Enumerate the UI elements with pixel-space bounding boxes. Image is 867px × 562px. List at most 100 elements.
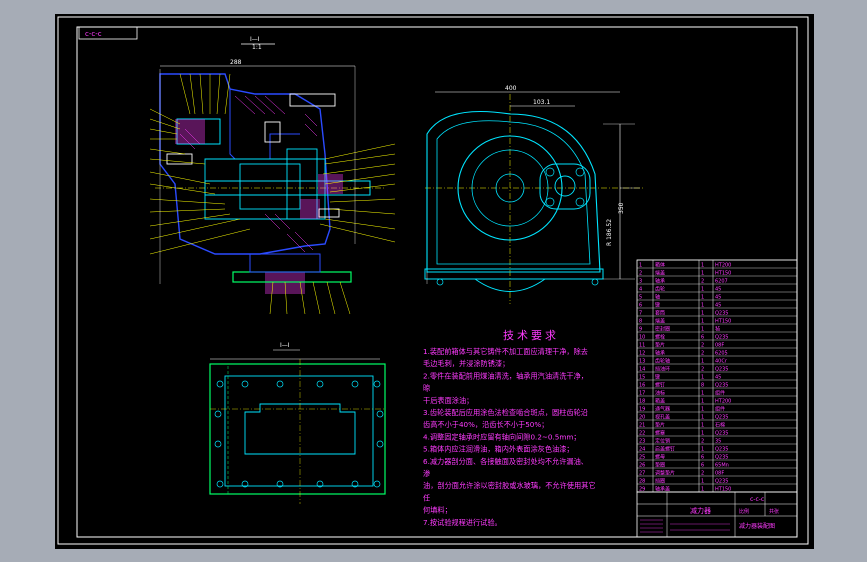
parts-list-cell: 2 [701, 279, 704, 285]
parts-list-cell: 3 [639, 279, 642, 285]
dim-right-inner: 103.1 [533, 99, 550, 106]
parts-list-cell: 组件 [715, 406, 725, 413]
parts-list-cell: 19 [639, 407, 645, 413]
parts-list-cell: 6 [639, 303, 642, 309]
parts-list-cell: 端盖 [655, 270, 665, 277]
parts-list-cell: 11 [639, 343, 645, 349]
parts-list-cell: 15 [639, 375, 645, 381]
title-block: 减力器 c-c-c 比例 共张 减力器装配图 [636, 491, 798, 538]
parts-list-cell: 轴承盖 [655, 486, 670, 493]
parts-list-cell: HT150 [715, 487, 731, 493]
parts-list-cell: 启盖螺钉 [655, 446, 675, 453]
parts-list-cell: 挡油环 [655, 366, 670, 373]
parts-list-cell: 螺栓 [655, 334, 665, 341]
tech-req-line: 任 [423, 493, 430, 502]
parts-list-cell: 调整垫片 [655, 470, 675, 477]
parts-list-cell: 8 [701, 383, 704, 389]
left-section-view: I—I 1:1 288 [149, 36, 396, 315]
parts-list-cell: 1 [701, 271, 704, 277]
parts-list-cell: 垫片 [655, 422, 665, 429]
tech-req-title: 技术要求 [503, 329, 559, 342]
parts-list-cell: 08F [715, 471, 724, 477]
parts-list-cell: 1 [701, 407, 704, 413]
parts-list-cell: 2 [701, 351, 704, 357]
parts-list-cell: 08F [715, 343, 724, 349]
parts-list-cell: 1 [701, 415, 704, 421]
parts-list-cell: 1 [701, 479, 704, 485]
tech-requirements: 技术要求 1.装配前箱体与其它铸件不加工面应清理干净，除去 毛边毛刺，并浸涂防锈… [423, 329, 596, 527]
title-block-sheet: 共张 [769, 508, 779, 515]
parts-list-cell: 齿轮轴 [655, 358, 670, 365]
parts-list-cell: 箱盖 [655, 398, 665, 405]
parts-list-cell: 螺钉 [655, 382, 665, 389]
parts-list-cell: 45 [715, 375, 721, 381]
parts-list-cell: 油标 [655, 390, 665, 397]
parts-list-cell: 垫片 [655, 342, 665, 349]
frame-tag: c-c-c [85, 30, 102, 38]
tech-req-line: 2.零件在装配前用煤油清洗，轴承用汽油清洗干净， [423, 371, 588, 380]
title-block-note: 减力器装配图 [739, 522, 775, 530]
parts-list-cell: 17 [639, 391, 645, 397]
parts-list-cell: 10 [639, 335, 645, 341]
dim-overall-right: 400 [505, 85, 517, 92]
parts-list-cell: 1 [701, 447, 704, 453]
parts-list-cell: 1 [701, 263, 704, 269]
parts-list-cell: 轴 [655, 294, 660, 301]
parts-list-cell: 1 [639, 263, 642, 269]
dim-right-radius: R 186.52 [606, 219, 613, 246]
parts-list-cell: 1 [701, 287, 704, 293]
parts-list-cell: Q235 [715, 431, 728, 437]
parts-list-cell: 65Mn [715, 463, 729, 469]
tech-req-line: 齿高不小于40%，沿齿长不小于50%； [423, 420, 548, 429]
parts-list-cell: 螺母 [655, 454, 665, 461]
frame-tag-box [78, 26, 138, 40]
parts-list-cell: 6 [701, 335, 704, 341]
parts-list-cell: 28 [639, 479, 645, 485]
tech-req-lines: 1.装配前箱体与其它铸件不加工面应清理干净，除去 毛边毛刺，并浸涂防锈漆；2.零… [423, 347, 596, 527]
parts-list-cell: Q235 [715, 447, 728, 453]
parts-list-cell: Q235 [715, 311, 728, 317]
parts-list-cell: 6205 [715, 351, 728, 357]
parts-list-cell: Q235 [715, 335, 728, 341]
parts-list-cell: 2 [701, 367, 704, 373]
parts-list-cell: 石棉 [715, 422, 725, 429]
parts-list-cell: 6 [701, 455, 704, 461]
parts-list-cell: 25 [639, 455, 645, 461]
parts-list-cell: 14 [639, 367, 645, 373]
parts-list-cell: 1 [701, 359, 704, 365]
parts-list-cell: 2 [639, 271, 642, 277]
parts-list-cell: HT200 [715, 399, 731, 405]
cad-viewport[interactable]: c-c-c I—I 1:1 288 [55, 14, 814, 549]
parts-list-cell: 21 [639, 423, 645, 429]
parts-list-cell: Q235 [715, 367, 728, 373]
parts-list-cell: 45 [715, 295, 721, 301]
tech-req-line: 毛边毛刺，并浸涂防锈漆； [423, 359, 509, 368]
parts-list-cell: 22 [639, 431, 645, 437]
parts-list-cell: Q235 [715, 479, 728, 485]
parts-list-cell: 12 [639, 351, 645, 357]
parts-list-cell: 1 [701, 319, 704, 325]
tech-req-line: 晾 [423, 384, 430, 393]
parts-list-cell: 5 [639, 295, 642, 301]
parts-list-cell: 45 [715, 287, 721, 293]
parts-list-cell: 毡 [715, 326, 720, 333]
parts-list-cell: 齿轮 [655, 286, 665, 293]
dim-right-height: 350 [618, 202, 625, 214]
parts-list-cell: 通气器 [655, 406, 670, 413]
parts-list-cell: 1 [701, 375, 704, 381]
tech-req-line: 7.按试验规程进行试验。 [423, 518, 502, 527]
parts-list-cell: 1 [701, 423, 704, 429]
parts-list-cell: 27 [639, 471, 645, 477]
parts-list-cell: 视孔盖 [655, 414, 670, 421]
parts-list-cell: 箱体 [655, 262, 665, 269]
parts-list-cell: 2 [701, 439, 704, 445]
parts-list-cell: 定位销 [655, 438, 670, 445]
title-block-code: c-c-c [750, 496, 764, 503]
parts-list-cell: 套筒 [655, 310, 665, 317]
parts-list-cell: 组件 [715, 390, 725, 397]
parts-list-cell: 16 [639, 383, 645, 389]
cad-drawing: c-c-c I—I 1:1 288 [57, 16, 809, 545]
parts-list-cell: 29 [639, 487, 645, 493]
parts-list-cell: 6207 [715, 279, 728, 285]
